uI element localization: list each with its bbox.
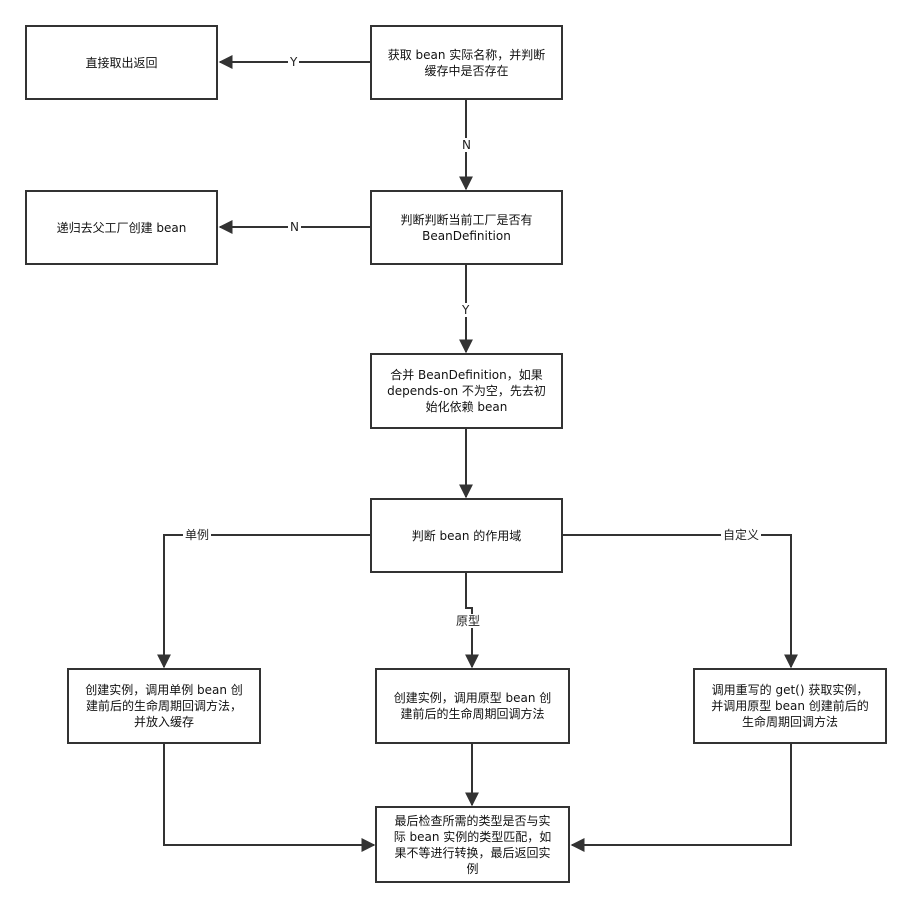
edge-singleton-to-final <box>163 743 376 852</box>
edge-label-cache-no: N <box>460 138 473 152</box>
node-cache-check-text: 获取 bean 实际名称，并判断 缓存中是否存在 <box>387 47 546 78</box>
edge-scope-to-singleton <box>157 534 370 669</box>
node-prototype-create-text: 创建实例，调用原型 bean 创 建前后的生命周期回调方法 <box>393 691 552 721</box>
edge-label-custom: 自定义 <box>721 528 762 542</box>
node-singleton-create-text: 创建实例，调用单例 bean 创 建前后的生命周期回调方法， 并放入缓存 <box>85 683 243 729</box>
node-return-direct-text: 直接取出返回 <box>85 55 158 70</box>
node-parent-factory-text: 递归去父工厂创建 bean <box>56 220 187 235</box>
edge-label-singleton: 单例 <box>183 528 212 542</box>
node-merge-definition-text: 合并 BeanDefinition，如果 depends-on 不为空，先去初 … <box>387 368 546 414</box>
node-prototype-create: 创建实例，调用原型 bean 创 建前后的生命周期回调方法 <box>375 668 570 744</box>
edge-label-definition-yes: Y <box>460 303 472 317</box>
node-has-definition: 判断判断当前工厂是否有 BeanDefinition <box>370 190 563 265</box>
node-scope-check-text: 判断 bean 的作用域 <box>411 528 522 543</box>
edge-label-prototype: 原型 <box>454 614 483 628</box>
node-scope-check: 判断 bean 的作用域 <box>370 498 563 573</box>
node-singleton-create: 创建实例，调用单例 bean 创 建前后的生命周期回调方法， 并放入缓存 <box>67 668 261 744</box>
edge-label-cache-yes: Y <box>288 55 300 69</box>
node-has-definition-text: 判断判断当前工厂是否有 BeanDefinition <box>400 212 533 243</box>
node-parent-factory: 递归去父工厂创建 bean <box>25 190 218 265</box>
node-final-check: 最后检查所需的类型是否与实 际 bean 实例的类型匹配，如 果不等进行转换，最… <box>375 806 570 883</box>
node-merge-definition: 合并 BeanDefinition，如果 depends-on 不为空，先去初 … <box>370 353 563 429</box>
node-return-direct: 直接取出返回 <box>25 25 218 100</box>
edge-label-definition-no: N <box>288 220 301 234</box>
node-custom-create-text: 调用重写的 get() 获取实例， 并调用原型 bean 创建前后的 生命周期回… <box>711 683 869 729</box>
edge-scope-to-prototype <box>465 572 479 669</box>
edge-custom-to-final <box>570 743 792 852</box>
node-final-check-text: 最后检查所需的类型是否与实 际 bean 实例的类型匹配，如 果不等进行转换，最… <box>393 813 552 876</box>
edge-scope-to-custom <box>563 534 798 669</box>
node-custom-create: 调用重写的 get() 获取实例， 并调用原型 bean 创建前后的 生命周期回… <box>693 668 887 744</box>
node-cache-check: 获取 bean 实际名称，并判断 缓存中是否存在 <box>370 25 563 100</box>
